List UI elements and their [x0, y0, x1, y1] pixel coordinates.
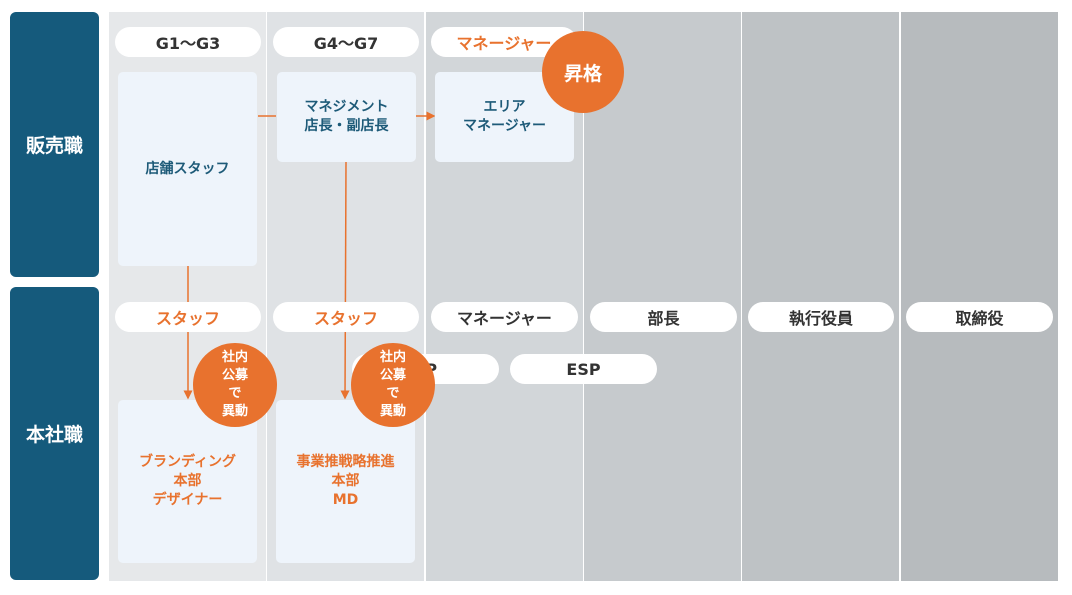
- box-branding-designer: ブランディング 本部 デザイナー: [118, 400, 257, 563]
- row-header-sales: 販売職: [10, 12, 99, 277]
- hq-pill-department-head: 部長: [590, 302, 737, 332]
- transfer-badge-2: 社内 公募 で 異動: [351, 343, 435, 427]
- grade-column-5: [742, 12, 899, 581]
- grade-pill-g4-g7: G4〜G7: [273, 27, 419, 57]
- arrow-management-to-business: [340, 161, 350, 400]
- hq-pill-staff-2: スタッフ: [273, 302, 419, 332]
- grade-pill-g1-g3: G1〜G3: [115, 27, 261, 57]
- row-label-headquarters: 本社職: [25, 424, 83, 446]
- grade-column-4: [584, 12, 741, 581]
- hq-pill-staff-1: スタッフ: [115, 302, 261, 332]
- grade-column-6: [901, 12, 1058, 581]
- box-store-staff: 店舗スタッフ: [118, 72, 257, 266]
- transfer-badge-1: 社内 公募 で 異動: [193, 343, 277, 427]
- hq-pill-director: 取締役: [906, 302, 1053, 332]
- promotion-badge: 昇格: [542, 31, 624, 113]
- hq-pill-manager: マネージャー: [431, 302, 578, 332]
- box-business-strategy-md: 事業推戦略推進 本部 MD: [276, 400, 415, 563]
- hq-pill-esp: ESP: [510, 354, 657, 384]
- box-management: マネジメント 店長・副店長: [277, 72, 416, 162]
- grade-pill-manager-sales: マネージャー: [431, 27, 577, 57]
- row-label-sales: 販売職: [25, 135, 83, 157]
- hq-pill-executive-officer: 執行役員: [748, 302, 894, 332]
- row-header-headquarters: 本社職: [10, 287, 99, 580]
